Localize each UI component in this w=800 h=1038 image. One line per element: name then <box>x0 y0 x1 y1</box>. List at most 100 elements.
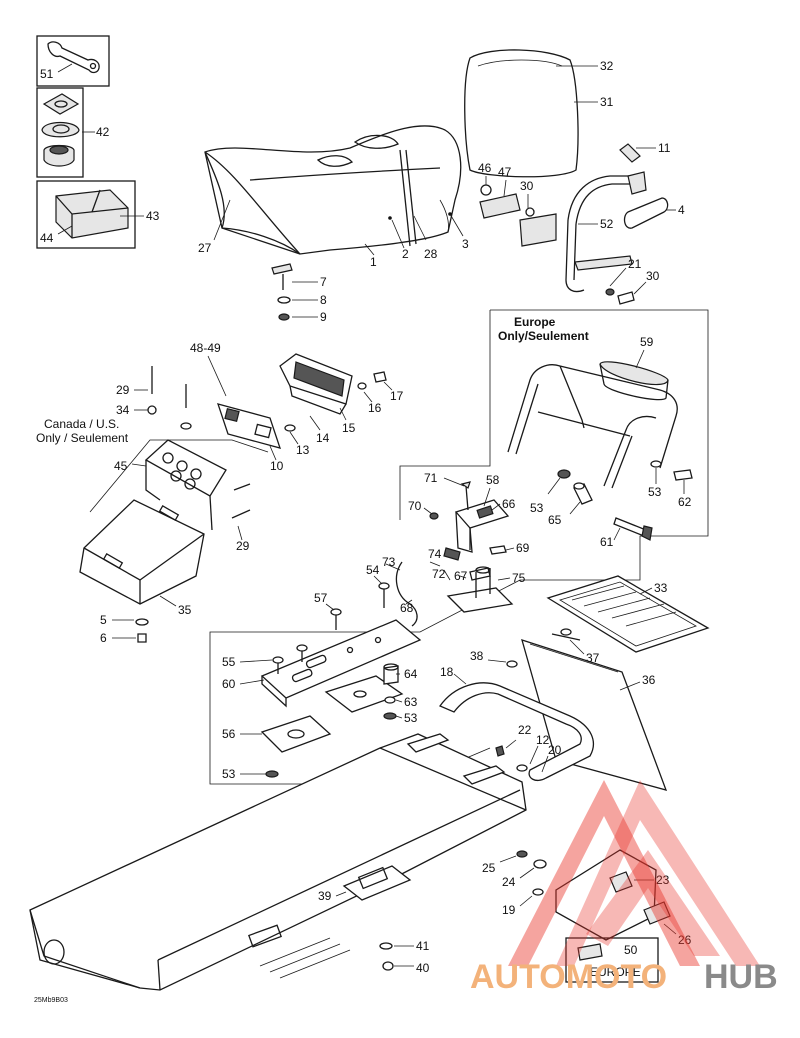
inset-51: 51 <box>36 35 110 87</box>
rear-light-cover: 25 24 19 23 26 50 EUROPE <box>482 849 692 983</box>
callout-10: 10 <box>270 459 284 473</box>
callout-25: 25 <box>482 861 496 875</box>
callout-38: 38 <box>470 649 484 663</box>
watermark-triangle-icon <box>508 780 700 966</box>
mounting-plates: 54 57 55 64 60 63 53 56 53 <box>222 563 422 781</box>
callout-8: 8 <box>320 293 327 307</box>
callout-22: 22 <box>518 723 532 737</box>
callout-67: 67 <box>454 569 468 583</box>
callout-11: 11 <box>658 141 671 155</box>
callout-6: 6 <box>100 631 107 645</box>
callout-53b: 53 <box>648 485 662 499</box>
taillight-housing: 48-49 10 13 14 15 16 17 <box>190 341 404 473</box>
watermark-logo: AUTOMOTO HUB <box>470 780 778 996</box>
callout-34: 34 <box>116 403 130 417</box>
snow-flap: 37 38 36 <box>470 628 668 791</box>
europe-note-line2: Only/Seulement <box>498 329 589 343</box>
callout-58: 58 <box>486 473 500 487</box>
callout-54: 54 <box>366 563 380 577</box>
callout-17: 17 <box>390 389 404 403</box>
canada-note-line1: Canada / U.S. <box>44 417 119 431</box>
callout-62: 62 <box>678 495 692 509</box>
luggage-rack: 59 53 62 <box>507 335 693 509</box>
callout-39: 39 <box>318 889 332 903</box>
callout-42: 42 <box>96 125 110 139</box>
callout-7: 7 <box>320 275 327 289</box>
callout-71: 71 <box>424 471 438 485</box>
tunnel-chassis: 39 41 40 <box>29 733 527 991</box>
callout-48-49: 48-49 <box>190 341 221 355</box>
callout-72: 72 <box>432 567 446 581</box>
callout-12: 12 <box>536 733 550 747</box>
callout-33: 33 <box>654 581 668 595</box>
callout-44: 44 <box>40 231 54 245</box>
callout-28: 28 <box>424 247 438 261</box>
callout-27: 27 <box>198 241 212 255</box>
callout-65: 65 <box>548 513 562 527</box>
callout-26: 26 <box>678 933 692 947</box>
callout-35: 35 <box>178 603 192 617</box>
callout-53c: 53 <box>404 711 418 725</box>
callout-3: 3 <box>462 237 469 251</box>
callout-16: 16 <box>368 401 382 415</box>
callout-63: 63 <box>404 695 418 709</box>
rear-bumper: 18 22 12 20 <box>439 665 594 782</box>
callout-52: 52 <box>600 217 614 231</box>
callout-68: 68 <box>400 601 414 615</box>
rack-mount-hardware: 53 65 61 <box>530 469 653 549</box>
callout-29a: 29 <box>116 383 130 397</box>
callout-43: 43 <box>146 209 160 223</box>
callout-75: 75 <box>512 571 526 585</box>
inset-42: 42 <box>36 87 110 178</box>
callout-36: 36 <box>642 673 656 687</box>
callout-32: 32 <box>600 59 614 73</box>
watermark-text-hub: HUB <box>704 958 778 996</box>
callout-14: 14 <box>316 431 330 445</box>
cargo-mat: 33 <box>546 575 710 653</box>
callout-41: 41 <box>416 939 430 953</box>
callout-66: 66 <box>502 497 516 511</box>
callout-55: 55 <box>222 655 236 669</box>
callout-53a: 53 <box>530 501 544 515</box>
europe-region-outline <box>209 309 709 785</box>
callout-1: 1 <box>370 255 377 269</box>
callout-20: 20 <box>548 743 562 757</box>
callout-40: 40 <box>416 961 430 975</box>
callout-51: 51 <box>40 67 54 81</box>
drawing-code: 25Mb9B03 <box>34 997 68 1004</box>
callout-4: 4 <box>678 203 685 217</box>
callout-13: 13 <box>296 443 310 457</box>
callout-19: 19 <box>502 903 516 917</box>
callout-46: 46 <box>478 161 492 175</box>
callout-30a: 30 <box>520 179 534 193</box>
callout-47: 47 <box>498 165 512 179</box>
callout-2: 2 <box>402 247 409 261</box>
callout-30b: 30 <box>646 269 660 283</box>
seat-assembly: 27 1 2 28 3 <box>198 125 469 269</box>
callout-5: 5 <box>100 613 107 627</box>
callout-69: 69 <box>516 541 530 555</box>
hitch-pin-wire: 73 74 72 67 75 68 <box>382 547 526 627</box>
callout-24: 24 <box>502 875 516 889</box>
callout-15: 15 <box>342 421 356 435</box>
inset-43-44: 43 44 <box>36 180 160 249</box>
callout-60: 60 <box>222 677 236 691</box>
seat-fasteners: 7 8 9 <box>271 263 327 324</box>
callout-59: 59 <box>640 335 654 349</box>
callout-73: 73 <box>382 555 396 569</box>
callout-37: 37 <box>586 651 600 665</box>
callout-64: 64 <box>404 667 418 681</box>
callout-56: 56 <box>222 727 236 741</box>
callout-45: 45 <box>114 459 128 473</box>
callout-61: 61 <box>600 535 614 549</box>
europe-note-line1: Europe <box>514 315 556 329</box>
callout-21: 21 <box>628 257 642 271</box>
taillight-module: Canada / U.S. Only / Seulement 45 29 34 … <box>36 366 269 645</box>
callout-70: 70 <box>408 499 422 513</box>
europe-box-label: EUROPE <box>590 965 641 979</box>
callout-29b: 29 <box>236 539 250 553</box>
callout-50: 50 <box>624 943 638 957</box>
callout-53d: 53 <box>222 767 236 781</box>
callout-57: 57 <box>314 591 328 605</box>
